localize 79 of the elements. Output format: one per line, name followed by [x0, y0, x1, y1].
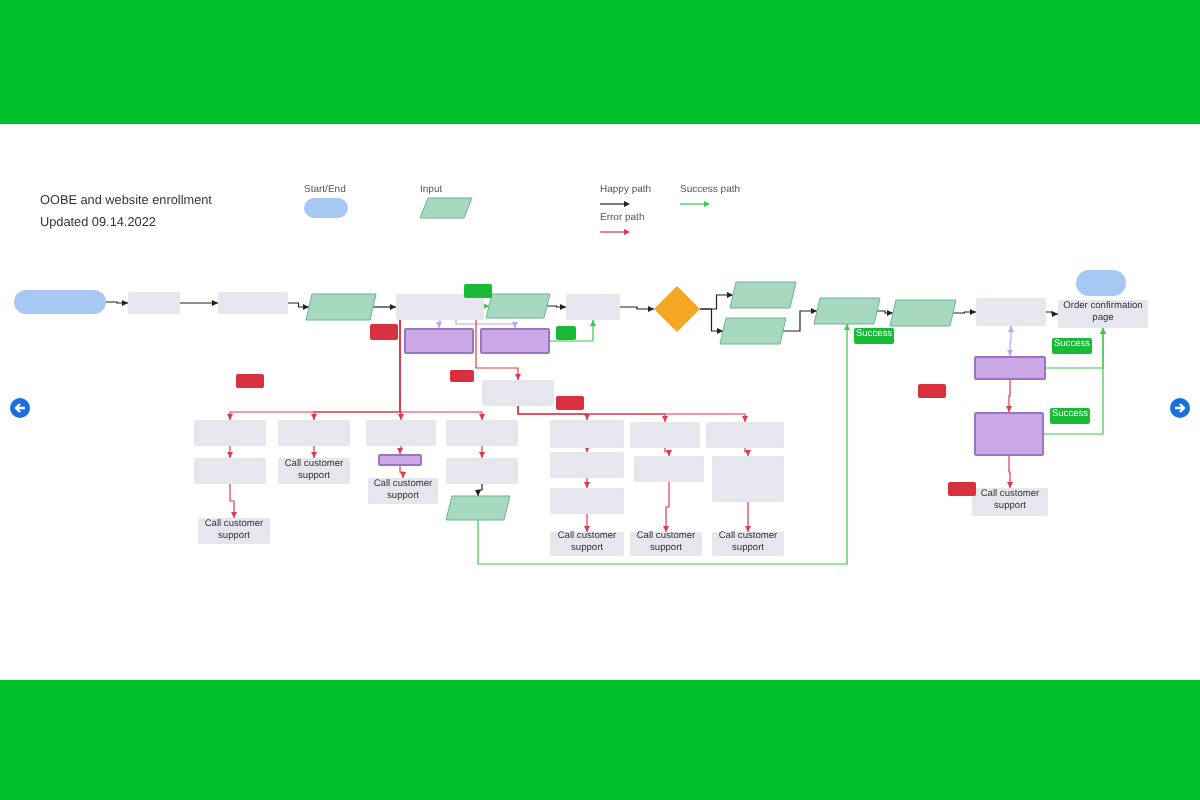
arrow: [436, 319, 442, 329]
process-box: [194, 458, 266, 484]
arrow: [546, 304, 567, 310]
arrow: [1007, 325, 1014, 357]
process-box: [404, 328, 474, 354]
process-box: [550, 488, 624, 514]
input-parallelogram: [730, 282, 796, 308]
status-tag: [236, 374, 264, 388]
process-box: [712, 456, 784, 502]
arrow: [619, 306, 655, 312]
arrow: [1006, 379, 1012, 413]
arrow: [952, 309, 977, 315]
arrow: [397, 445, 403, 455]
process-box: [974, 356, 1046, 380]
arrow: [1043, 327, 1106, 435]
process-box: [550, 420, 624, 448]
arrow: [179, 300, 219, 306]
process-box: [128, 292, 180, 314]
status-tag: [556, 396, 584, 410]
start-end-pill: [1076, 270, 1126, 296]
arrow: [287, 302, 310, 310]
arrow: [105, 300, 129, 306]
arrow: [517, 405, 748, 423]
decision-diamond: [654, 286, 700, 332]
start-end-pill: [14, 290, 106, 314]
process-box: [550, 452, 624, 478]
arrow: [227, 445, 233, 459]
process-box: [446, 420, 518, 446]
process-box: [976, 298, 1046, 326]
arrow: [584, 446, 590, 453]
arrow: [584, 477, 590, 489]
arrow: [699, 308, 724, 334]
input-parallelogram: [890, 300, 956, 326]
arrow: [663, 481, 670, 533]
arrow: [483, 303, 490, 309]
arrow: [876, 310, 894, 316]
status-tag: [918, 384, 946, 398]
process-box: [566, 294, 620, 320]
arrow: [745, 501, 751, 533]
arrow: [399, 319, 485, 421]
input-parallelogram: [814, 298, 880, 324]
process-box: [378, 454, 422, 466]
input-parallelogram: [446, 496, 510, 520]
arrow: [311, 445, 317, 459]
arrow: [1045, 311, 1059, 317]
process-box: [482, 380, 554, 406]
arrow: [664, 447, 672, 457]
arrow: [229, 483, 237, 519]
process-box: [278, 420, 350, 446]
input-parallelogram: [720, 318, 786, 344]
process-box: [974, 412, 1044, 456]
process-box: [194, 420, 266, 446]
arrow: [477, 323, 850, 565]
status-tag: [370, 324, 398, 340]
arrow: [744, 447, 751, 457]
process-box: [446, 458, 518, 484]
status-tag: [450, 370, 474, 382]
status-tag: [464, 284, 492, 298]
process-box: [630, 422, 700, 448]
process-box: [396, 294, 484, 320]
process-box: [218, 292, 288, 314]
arrow: [782, 308, 818, 332]
arrow: [475, 483, 483, 497]
input-parallelogram: [486, 294, 550, 318]
arrow: [475, 319, 521, 381]
arrow: [372, 304, 397, 310]
process-box: [634, 456, 704, 482]
arrow: [1007, 455, 1013, 489]
status-tag: [556, 326, 576, 340]
status-tag: [948, 482, 976, 496]
process-box: [706, 422, 784, 448]
process-box: [480, 328, 550, 354]
input-parallelogram: [306, 294, 376, 320]
process-box: [366, 420, 436, 446]
arrow: [479, 445, 485, 459]
arrow: [399, 465, 406, 479]
arrow: [549, 319, 596, 342]
arrow: [455, 319, 518, 329]
arrow: [584, 513, 590, 533]
